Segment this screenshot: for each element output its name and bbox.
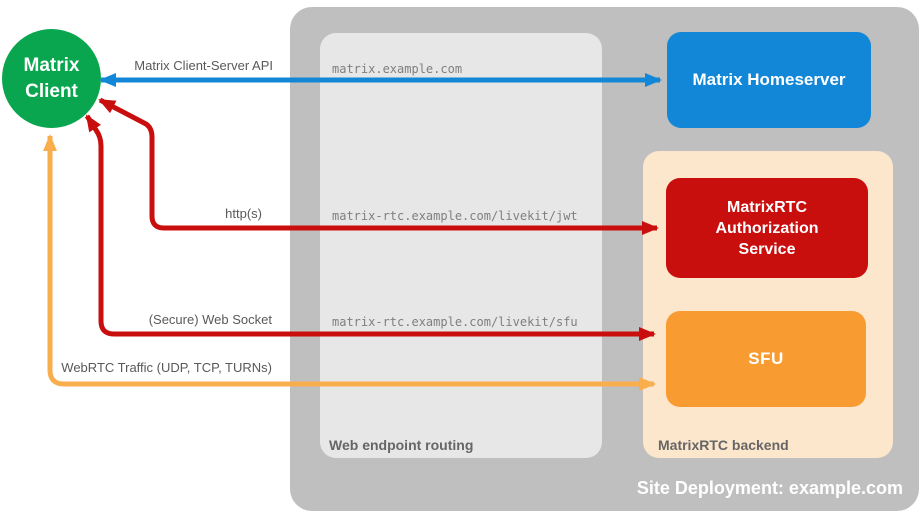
websocket-arrow-label: (Secure) Web Socket [148,312,272,327]
route-matrix-example-com: matrix.example.com [332,62,463,76]
webrtc-arrow-label: WebRTC Traffic (UDP, TCP, TURNs) [61,360,272,375]
route-livekit-jwt: matrix-rtc.example.com/livekit/jwt [332,209,578,223]
web-endpoint-routing-label: Web endpoint routing [329,437,474,453]
client-server-api-arrow-label: Matrix Client-Server API [134,58,273,73]
matrixrtc-backend-label: MatrixRTC backend [658,437,789,453]
matrix-client-node: Matrix Client [2,29,101,128]
matrix-client-label: Matrix Client [23,54,80,102]
matrix-homeserver-label: Matrix Homeserver [692,70,846,89]
matrix-homeserver-node: Matrix Homeserver [667,32,871,128]
https-arrow-label: http(s) [225,206,262,221]
sfu-label: SFU [748,349,784,368]
sfu-node: SFU [666,311,866,407]
matrixrtc-auth-service-label: MatrixRTC Authorization Service [715,198,819,258]
matrixrtc-auth-service-node: MatrixRTC Authorization Service [666,178,868,278]
site-deployment-title: Site Deployment: example.com [636,478,903,498]
route-livekit-sfu: matrix-rtc.example.com/livekit/sfu [332,315,578,329]
web-endpoint-routing-panel [320,33,602,458]
